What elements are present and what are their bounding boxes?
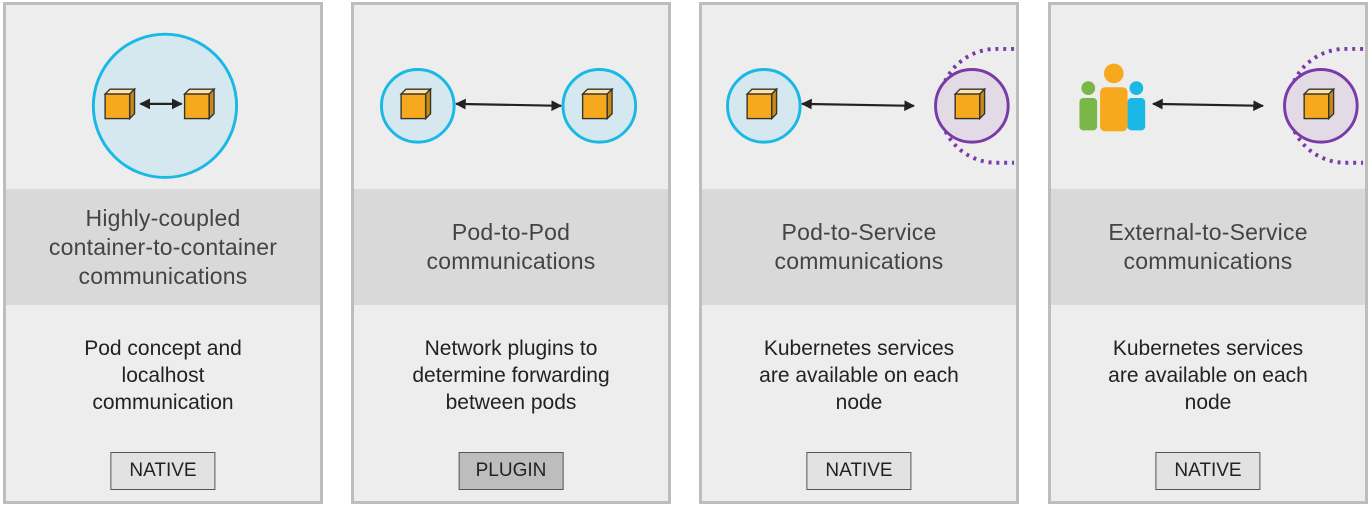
card-title-band: Pod-to-Pod communications [354, 189, 668, 305]
native-badge: NATIVE [110, 452, 216, 490]
container-cube [1303, 88, 1335, 120]
container-cube [183, 88, 215, 120]
card-pod-to-pod: Pod-to-Pod communications Network plugin… [351, 2, 671, 504]
container-to-container-icon [91, 32, 239, 179]
container-cube [581, 88, 613, 120]
card-title: Highly-coupled container-to-container co… [48, 204, 278, 289]
card-title-band: Highly-coupled container-to-container co… [6, 189, 320, 305]
users-icon [1079, 63, 1146, 132]
double-arrow [801, 98, 916, 112]
external-to-service-icon [1079, 46, 1364, 165]
container-cube [746, 88, 778, 120]
card-description: Pod concept and localhost communication [84, 337, 242, 414]
container-cube [954, 88, 986, 120]
card-description: Kubernetes services are available on eac… [1108, 337, 1308, 414]
card-title: Pod-to-Pod communications [426, 219, 596, 274]
card-title-band: Pod-to-Service communications [702, 189, 1016, 305]
card-description: Network plugins to determine forwarding … [412, 337, 610, 414]
card-title: External-to-Service communications [1108, 219, 1308, 274]
double-arrow [1151, 98, 1265, 112]
native-badge: NATIVE [1155, 452, 1261, 490]
plugin-badge: PLUGIN [458, 452, 564, 490]
card-external-to-service: External-to-Service communications Kuber… [1048, 2, 1368, 504]
double-arrow [454, 98, 563, 112]
card-pod-to-service: Pod-to-Service communications Kubernetes… [699, 2, 1019, 504]
card-title: Pod-to-Service communications [774, 219, 944, 274]
container-cube [104, 88, 136, 120]
pod-to-pod-icon [380, 68, 638, 144]
pod-to-service-icon [726, 46, 1015, 165]
native-badge: NATIVE [806, 452, 912, 490]
card-title-band: External-to-Service communications [1051, 189, 1365, 305]
container-cube [400, 88, 432, 120]
service-boundary-dotted [1286, 46, 1364, 165]
card-description: Kubernetes services are available on eac… [759, 337, 959, 414]
service-boundary-dotted [937, 46, 1015, 165]
card-container-to-container: Highly-coupled container-to-container co… [3, 2, 323, 504]
